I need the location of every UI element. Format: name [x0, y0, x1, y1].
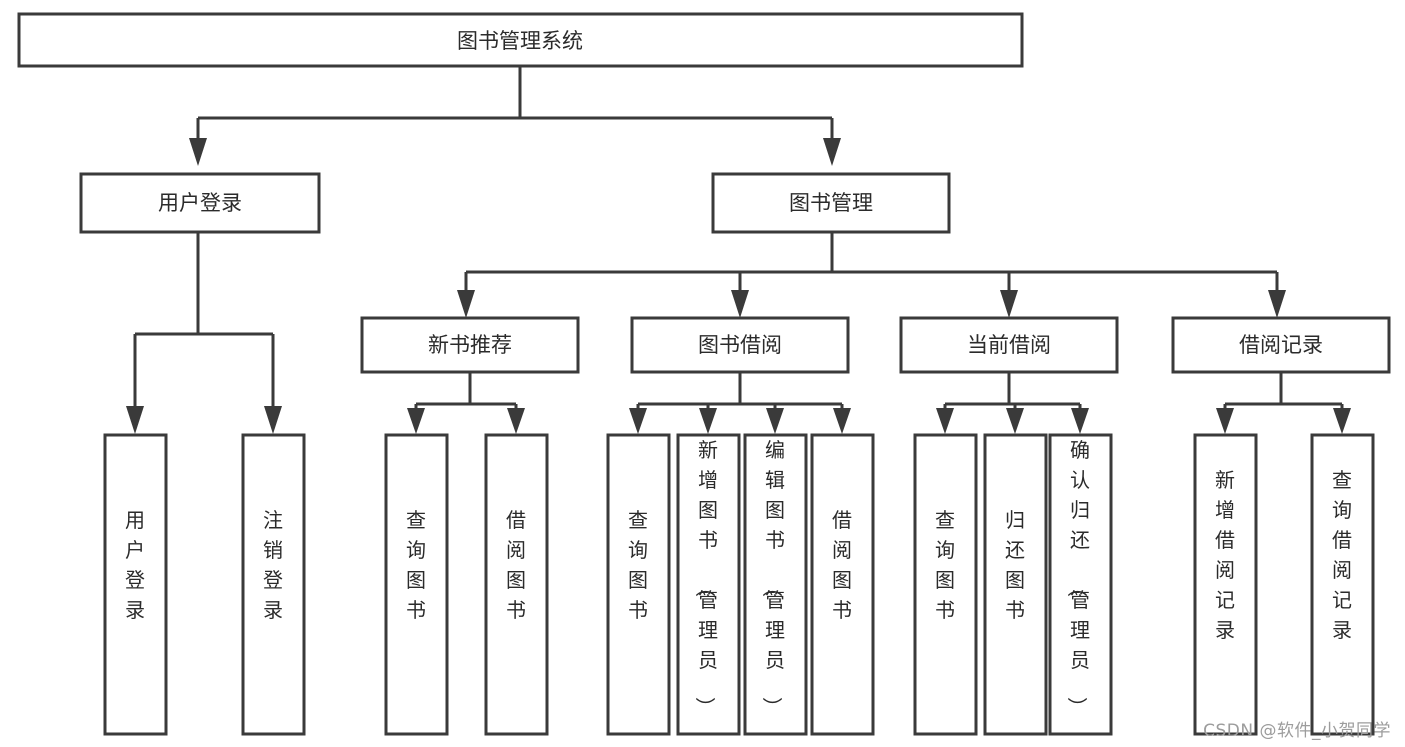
node-leaf-query-book-c-box[interactable]: [913, 433, 978, 736]
node-leaf-query-book-a-label: 查询图书: [406, 508, 426, 622]
node-leaf-add-book[interactable]: 新增图书（管理员）: [676, 433, 741, 736]
node-leaf-user-login-label: 用户登录: [125, 508, 145, 622]
arrow-head-icon: [189, 138, 207, 166]
node-user-login[interactable]: 用户登录: [79, 172, 321, 234]
node-book-manage-label: 图书管理: [789, 191, 873, 215]
arrow-head-icon: [1071, 408, 1089, 434]
node-leaf-borrow-book-b-box[interactable]: [810, 433, 875, 736]
node-leaf-logout-label: 注销登录: [263, 508, 283, 622]
node-leaf-add-book-box[interactable]: [676, 433, 741, 736]
connector-newbook-to-leaves: [407, 372, 525, 434]
connector-bookborrow-to-leaves: [629, 372, 851, 434]
node-new-book-recommend-box[interactable]: [360, 316, 580, 374]
node-borrow-record[interactable]: 借阅记录: [1171, 316, 1391, 374]
node-root[interactable]: 图书管理系统: [17, 12, 1024, 68]
node-borrow-record-label: 借阅记录: [1239, 333, 1323, 357]
node-root-label: 图书管理系统: [457, 29, 583, 53]
arrow-head-icon: [936, 408, 954, 434]
node-current-borrow[interactable]: 当前借阅: [899, 316, 1119, 374]
node-leaf-confirm-return-label: 确认归还（管理员）: [1065, 438, 1090, 717]
arrow-head-icon: [457, 290, 475, 318]
node-user-login-label: 用户登录: [158, 191, 242, 215]
arrow-head-icon: [823, 138, 841, 166]
node-leaf-borrow-book-a-label: 借阅图书: [506, 508, 526, 622]
arrow-head-icon: [629, 408, 647, 434]
node-leaf-query-book-a[interactable]: 查询图书: [384, 433, 449, 736]
node-leaf-borrow-book-b-label: 借阅图书: [832, 508, 852, 622]
node-book-borrow-label: 图书借阅: [698, 333, 782, 357]
node-leaf-user-login-box[interactable]: [103, 433, 168, 736]
arrow-head-icon: [833, 408, 851, 434]
arrow-head-icon: [264, 406, 282, 434]
node-leaf-confirm-return[interactable]: 确认归还（管理员）: [1048, 433, 1113, 736]
node-leaf-return-book-box[interactable]: [983, 433, 1048, 736]
node-leaf-return-book-label: 归还图书: [1005, 508, 1025, 622]
arrow-head-icon: [699, 408, 717, 434]
node-leaf-add-book-label: 新增图书（管理员）: [693, 438, 718, 717]
connector-borrowrecord-to-leaves: [1216, 372, 1351, 434]
node-leaf-query-book-b-label: 查询图书: [628, 508, 648, 622]
node-leaf-confirm-return-box[interactable]: [1048, 433, 1113, 736]
arrow-head-icon: [731, 290, 749, 318]
node-leaf-query-book-c-label: 查询图书: [935, 508, 955, 622]
node-leaf-query-book-b-box[interactable]: [606, 433, 671, 736]
arrow-head-icon: [1000, 290, 1018, 318]
node-new-book-recommend-label: 新书推荐: [428, 333, 512, 357]
arrow-head-icon: [1268, 290, 1286, 318]
node-leaf-add-record-label: 新增借阅记录: [1215, 468, 1235, 642]
node-leaf-logout-box[interactable]: [241, 433, 306, 736]
arrow-head-icon: [1006, 408, 1024, 434]
node-leaf-add-record-box[interactable]: [1193, 433, 1258, 736]
node-borrow-record-box[interactable]: [1171, 316, 1391, 374]
node-leaf-query-record-box[interactable]: [1310, 433, 1375, 736]
node-leaf-logout[interactable]: 注销登录: [241, 433, 306, 736]
node-leaf-return-book[interactable]: 归还图书: [983, 433, 1048, 736]
node-leaf-borrow-book-a[interactable]: 借阅图书: [484, 433, 549, 736]
arrow-head-icon: [1216, 408, 1234, 434]
connector-userlogin-to-leaves: [126, 232, 282, 434]
node-leaf-edit-book[interactable]: 编辑图书（管理员）: [743, 433, 808, 736]
node-book-borrow[interactable]: 图书借阅: [630, 316, 850, 374]
node-leaf-borrow-book-b[interactable]: 借阅图书: [810, 433, 875, 736]
arrow-head-icon: [126, 406, 144, 434]
node-book-manage-box[interactable]: [711, 172, 951, 234]
arrow-head-icon: [1333, 408, 1351, 434]
node-leaf-add-record[interactable]: 新增借阅记录: [1193, 433, 1258, 736]
csdn-watermark: CSDN @软件_小贺同学: [1203, 721, 1391, 741]
node-current-borrow-box[interactable]: [899, 316, 1119, 374]
arrow-head-icon: [507, 408, 525, 434]
node-leaf-user-login[interactable]: 用户登录: [103, 433, 168, 736]
arrow-head-icon: [407, 408, 425, 434]
node-leaf-query-book-b[interactable]: 查询图书: [606, 433, 671, 736]
node-leaf-edit-book-box[interactable]: [743, 433, 808, 736]
connector-bookmanage-to-level3: [457, 232, 1286, 318]
node-leaf-query-record[interactable]: 查询借阅记录: [1310, 433, 1375, 736]
node-user-login-box[interactable]: [79, 172, 321, 234]
node-book-borrow-box[interactable]: [630, 316, 850, 374]
arrow-head-icon: [766, 408, 784, 434]
node-leaf-borrow-book-a-box[interactable]: [484, 433, 549, 736]
node-leaf-edit-book-label: 编辑图书（管理员）: [760, 438, 785, 717]
node-book-manage[interactable]: 图书管理: [711, 172, 951, 234]
connector-root-to-level2: [189, 66, 841, 166]
node-current-borrow-label: 当前借阅: [967, 333, 1051, 357]
connector-currentborrow-to-leaves: [936, 372, 1089, 434]
node-root-box[interactable]: [17, 12, 1024, 68]
node-leaf-query-book-a-box[interactable]: [384, 433, 449, 736]
node-leaf-query-book-c[interactable]: 查询图书: [913, 433, 978, 736]
node-new-book-recommend[interactable]: 新书推荐: [360, 316, 580, 374]
node-leaf-query-record-label: 查询借阅记录: [1332, 468, 1352, 642]
